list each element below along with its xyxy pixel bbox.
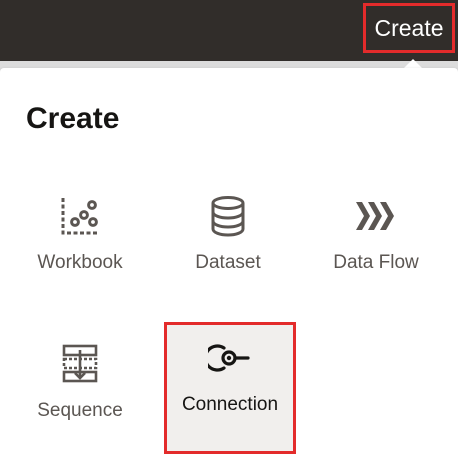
create-connection-tile[interactable]: Connection [164, 322, 296, 454]
data-flow-label: Data Flow [333, 252, 419, 273]
popover-caret [403, 59, 423, 69]
connection-plug-icon [208, 344, 250, 372]
create-dataset-tile[interactable]: Dataset [164, 180, 292, 298]
connection-label: Connection [181, 394, 279, 415]
dataset-database-icon [211, 196, 245, 237]
create-data-flow-tile[interactable]: Data Flow [312, 180, 440, 298]
panel-title: Create [26, 102, 120, 135]
top-bar: Create [0, 0, 458, 61]
sequence-label: Sequence [37, 400, 123, 421]
workbook-label: Workbook [37, 252, 123, 273]
create-workbook-tile[interactable]: Workbook [16, 180, 144, 298]
data-flow-chevrons-icon [356, 202, 394, 230]
workbook-scatter-icon [61, 198, 99, 235]
create-sequence-tile[interactable]: Sequence [16, 328, 144, 446]
dataset-label: Dataset [195, 252, 261, 273]
create-button[interactable]: Create [363, 3, 455, 53]
sequence-icon [62, 344, 98, 383]
